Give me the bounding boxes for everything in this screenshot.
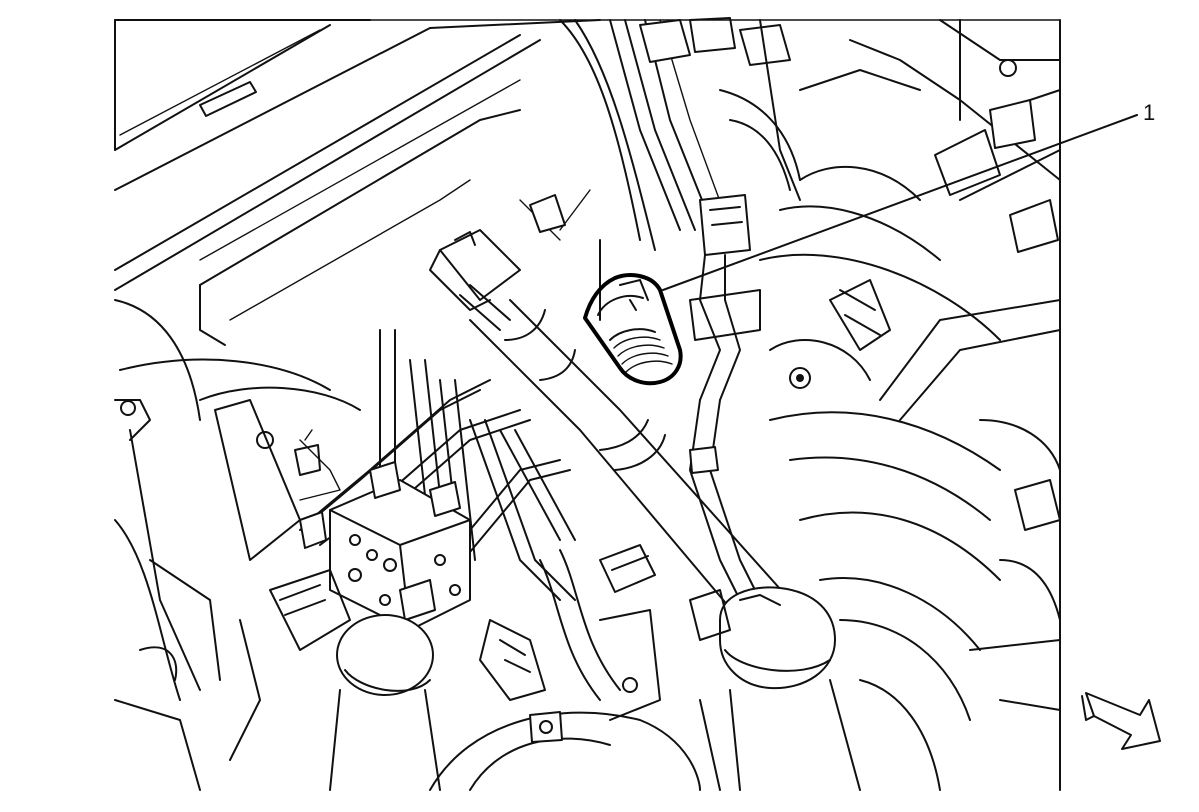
power-steering-reservoir	[689, 586, 861, 791]
intake-manifold	[759, 19, 1061, 791]
cowl-panel	[114, 19, 601, 346]
sensor-connectors	[689, 194, 891, 601]
wiring-harness	[519, 17, 801, 321]
front-direction-arrow-icon	[1081, 692, 1161, 750]
brake-reservoir	[229, 569, 441, 791]
callout-leader-line	[662, 114, 1138, 291]
callout-leader	[662, 114, 1138, 291]
left-strut-tower	[114, 299, 361, 791]
callout-number-1: 1	[1143, 100, 1156, 125]
lower-center-components	[429, 549, 701, 791]
highlighted-fitting	[583, 273, 683, 386]
abs-modulator	[299, 461, 471, 631]
hose-clamp	[599, 544, 656, 593]
coolant-hose	[469, 299, 791, 621]
hose-fitting	[429, 229, 521, 331]
